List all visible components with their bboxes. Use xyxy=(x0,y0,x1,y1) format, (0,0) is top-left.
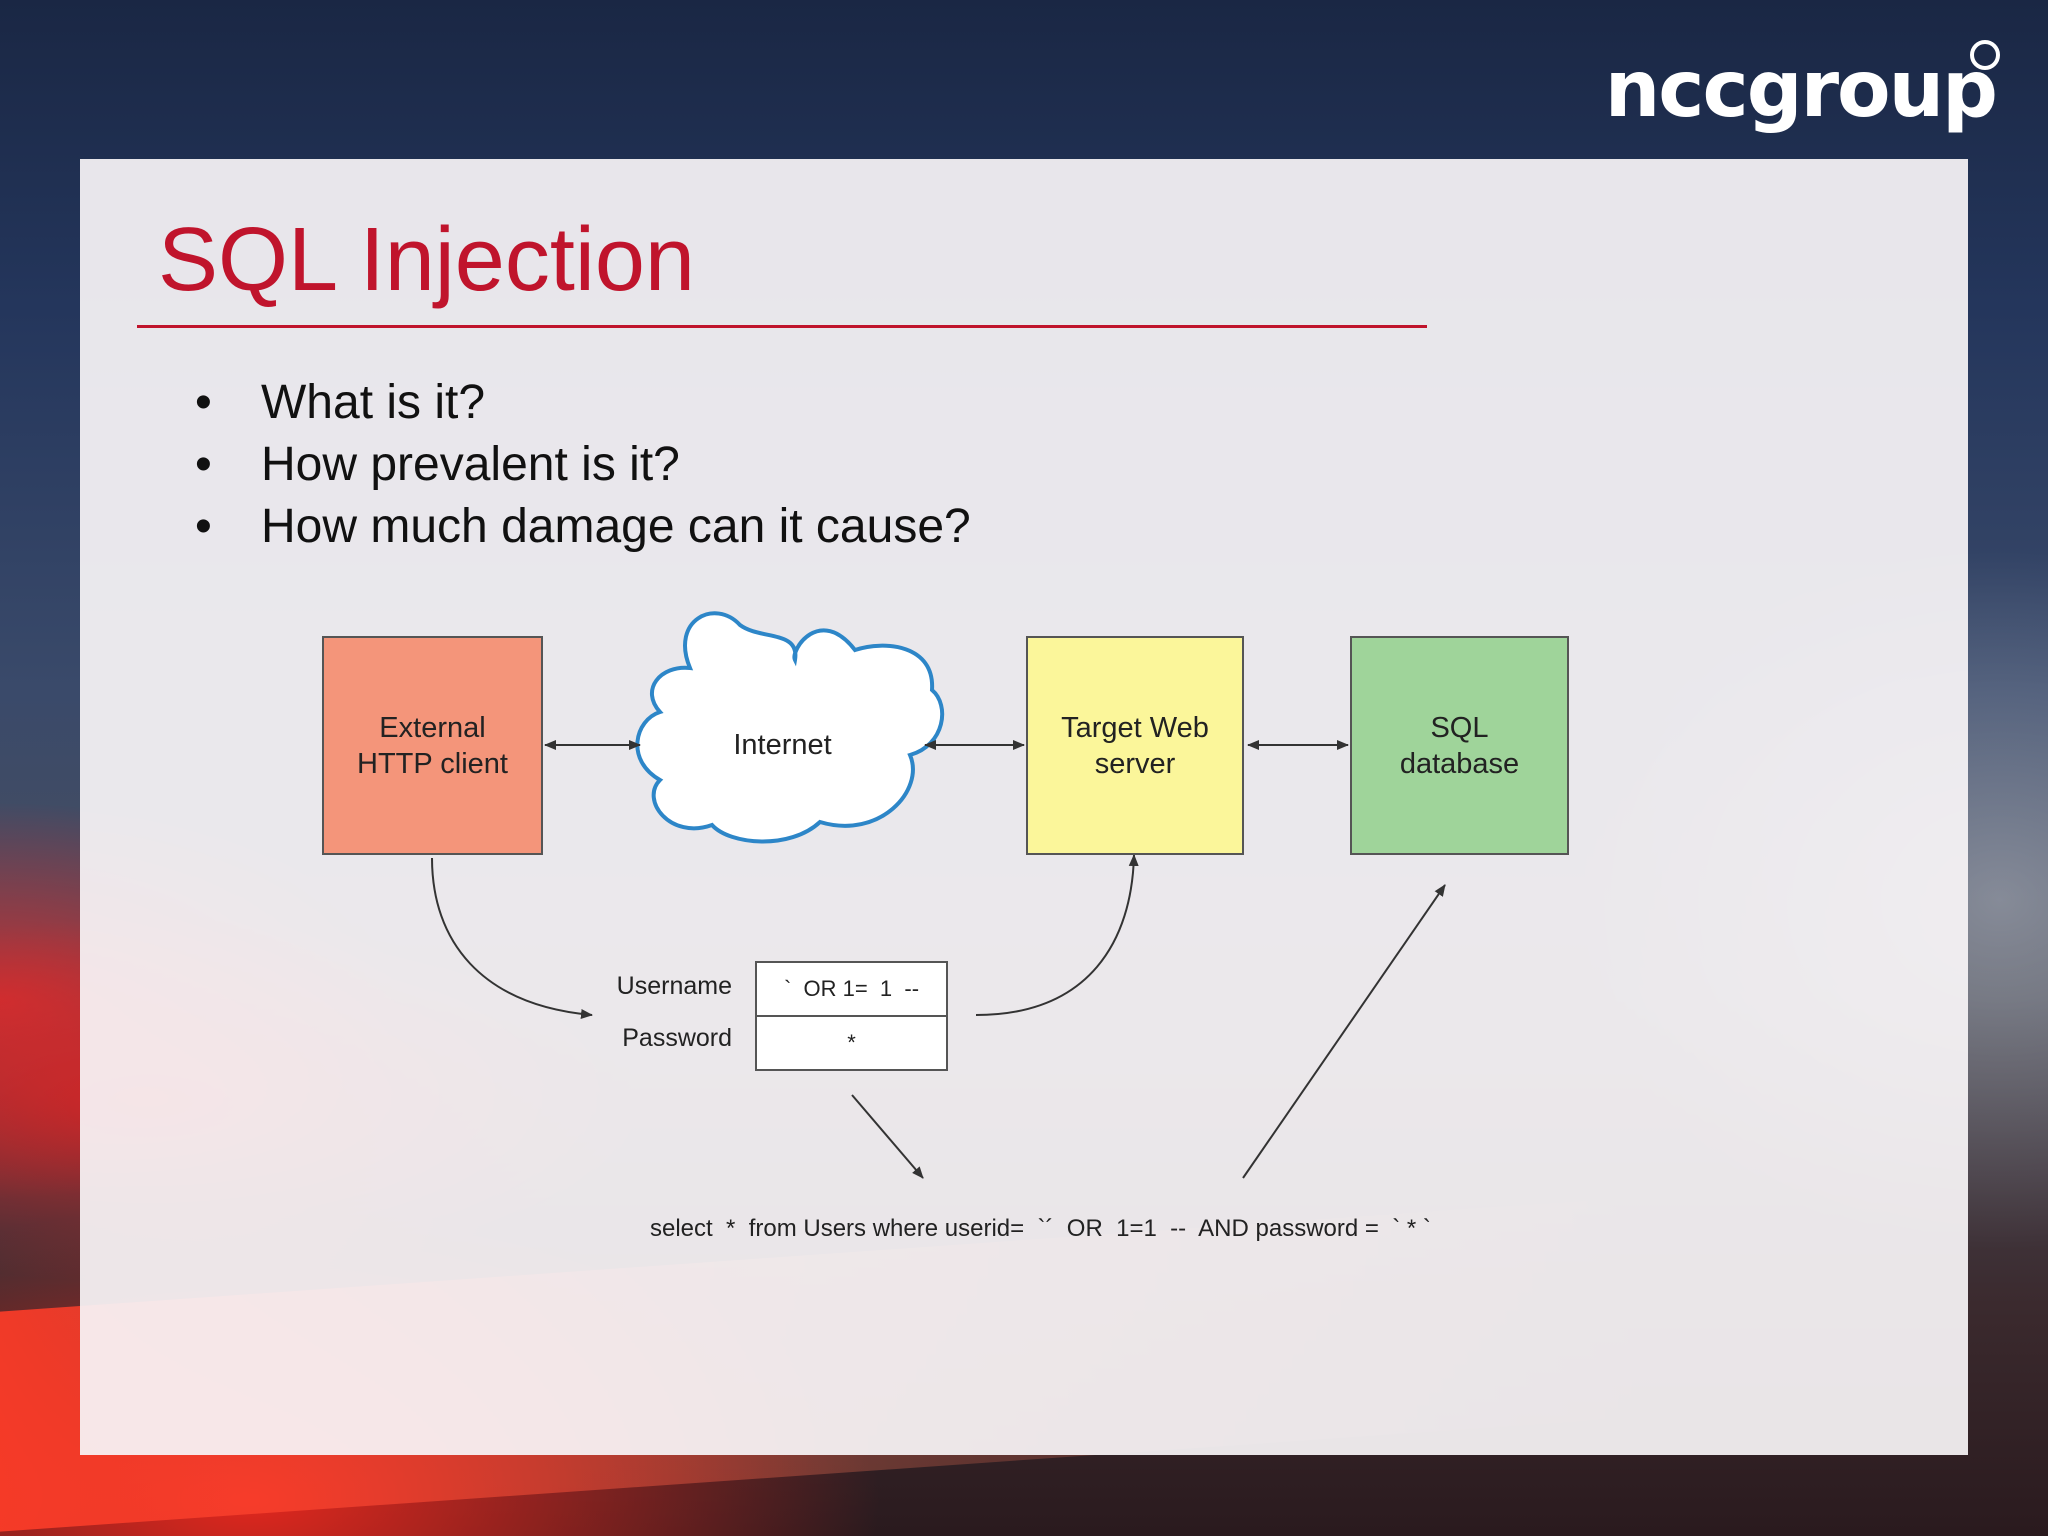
password-field: * xyxy=(755,1015,948,1071)
nccgroup-logo: nccgroup xyxy=(1604,40,2000,140)
node-label: Internet xyxy=(733,729,832,761)
bullet-dot: • xyxy=(195,376,212,429)
node-label: External HTTP client xyxy=(357,711,508,780)
arrow-form-to-server xyxy=(975,854,1139,1016)
username-field: ` OR 1= 1 -- xyxy=(755,961,948,1017)
bullet-item: • How much damage can it cause? xyxy=(195,496,971,558)
arrow-form-to-query xyxy=(851,1094,924,1179)
bullet-dot: • xyxy=(195,500,212,553)
node-internet: Internet xyxy=(700,715,865,775)
internet-cloud-shape xyxy=(635,611,945,844)
bullet-text: How prevalent is it? xyxy=(261,438,680,491)
slide-title: SQL Injection xyxy=(158,210,695,310)
bullet-item: • How prevalent is it? xyxy=(195,434,971,496)
title-underline xyxy=(137,325,1427,328)
bullet-item: • What is it? xyxy=(195,372,971,434)
bullet-dot: • xyxy=(195,438,212,491)
logo-mark-icon xyxy=(1970,40,2000,70)
arrow-query-to-database xyxy=(1242,884,1446,1179)
username-label: Username xyxy=(616,972,732,1000)
node-label: SQL database xyxy=(1399,711,1520,780)
bullet-text: What is it? xyxy=(261,376,486,429)
password-label: Password xyxy=(622,1024,732,1052)
bullet-text: How much damage can it cause? xyxy=(261,500,971,553)
logo-text: nccgroup xyxy=(1604,45,1998,135)
node-target-web-server: Target Web server xyxy=(1026,636,1244,855)
node-label: Target Web server xyxy=(1061,711,1209,780)
node-sql-database: SQL database xyxy=(1350,636,1569,855)
node-external-http-client: External HTTP client xyxy=(322,636,543,855)
bullet-list: • What is it? • How prevalent is it? • How … xyxy=(195,372,971,558)
arrow-client-to-form xyxy=(431,857,593,1019)
sql-query-text: select * from Users where userid= `´ OR … xyxy=(650,1215,1431,1242)
